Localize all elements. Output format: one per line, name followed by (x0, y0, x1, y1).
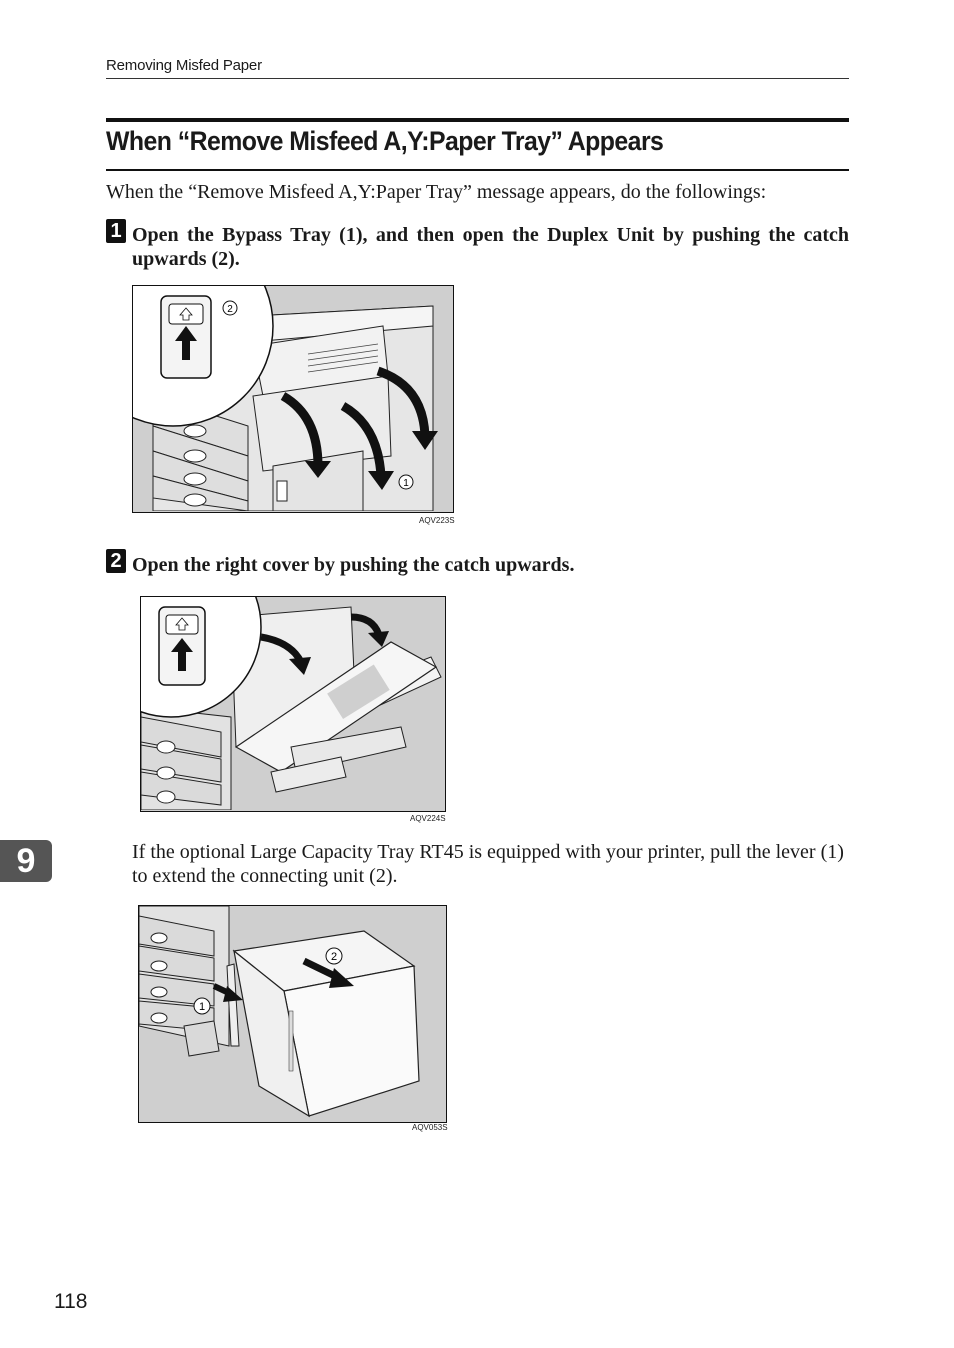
figure-code: AQV053S (412, 1123, 448, 1132)
section-top-rule (106, 118, 849, 122)
step-1-text: Open the Bypass Tray (1), and then open … (132, 224, 849, 270)
intro-paragraph: When the “Remove Misfeed A,Y:Paper Tray”… (106, 181, 767, 203)
figure-open-right-cover (140, 596, 446, 812)
page-number: 118 (54, 1290, 88, 1313)
step-2-text: Open the right cover by pushing the catc… (132, 554, 575, 576)
callout-2: 2 (331, 951, 337, 963)
callout-2: 2 (227, 304, 233, 315)
chapter-tab: 9 (0, 840, 52, 882)
figure-large-capacity-tray: 2 1 (138, 905, 447, 1123)
section-title-rule (106, 169, 849, 171)
note-paragraph: If the optional Large Capacity Tray RT45… (132, 841, 844, 887)
figure-code: AQV223S (419, 516, 455, 525)
step-number-1: 1 (106, 219, 126, 243)
figure-open-bypass-and-duplex: 2 1 (132, 285, 454, 513)
running-header: Removing Misfed Paper (106, 57, 262, 74)
step-number-2: 2 (106, 549, 126, 573)
section-title: When “Remove Misfeed A,Y:Paper Tray” App… (106, 126, 664, 156)
figure-code: AQV224S (410, 814, 446, 823)
header-rule (106, 78, 849, 79)
callout-1: 1 (403, 478, 409, 489)
callout-1: 1 (199, 1001, 205, 1013)
